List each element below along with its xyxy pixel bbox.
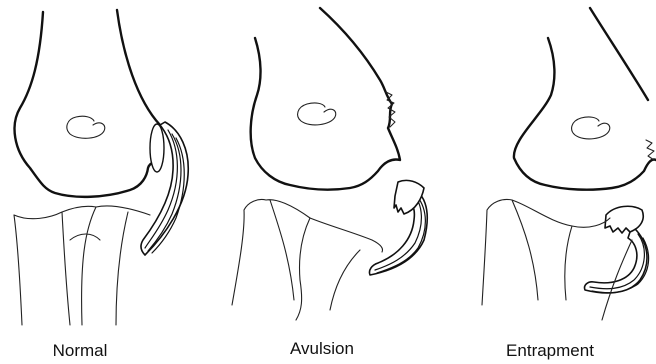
panel-label-avulsion: Avulsion	[290, 339, 354, 358]
medial-epicondyle-normal	[150, 124, 164, 172]
olecranon-fossa-normal	[67, 116, 105, 138]
radius-entrapment	[565, 226, 632, 320]
olecranon-fossa-entrapment	[572, 117, 610, 139]
humerus-normal	[15, 10, 161, 197]
radius-normal	[70, 207, 128, 325]
panel-label-normal: Normal	[53, 341, 108, 360]
panel-normal	[14, 10, 188, 325]
humerus-entrapment	[514, 8, 656, 190]
olecranon-fossa-avulsion	[298, 103, 336, 125]
ligament-entrapment	[585, 226, 649, 293]
ulna-avulsion	[232, 199, 383, 305]
panel-entrapment	[482, 8, 656, 320]
entrapped-fragment	[605, 206, 643, 233]
panel-avulsion	[232, 8, 427, 320]
panel-label-entrapment: Entrapment	[506, 341, 594, 360]
humerus-avulsion	[251, 8, 400, 190]
ligament-normal	[141, 122, 188, 255]
fracture-edge-humerus-entrapment	[646, 140, 654, 160]
radius-avulsion	[296, 218, 360, 320]
